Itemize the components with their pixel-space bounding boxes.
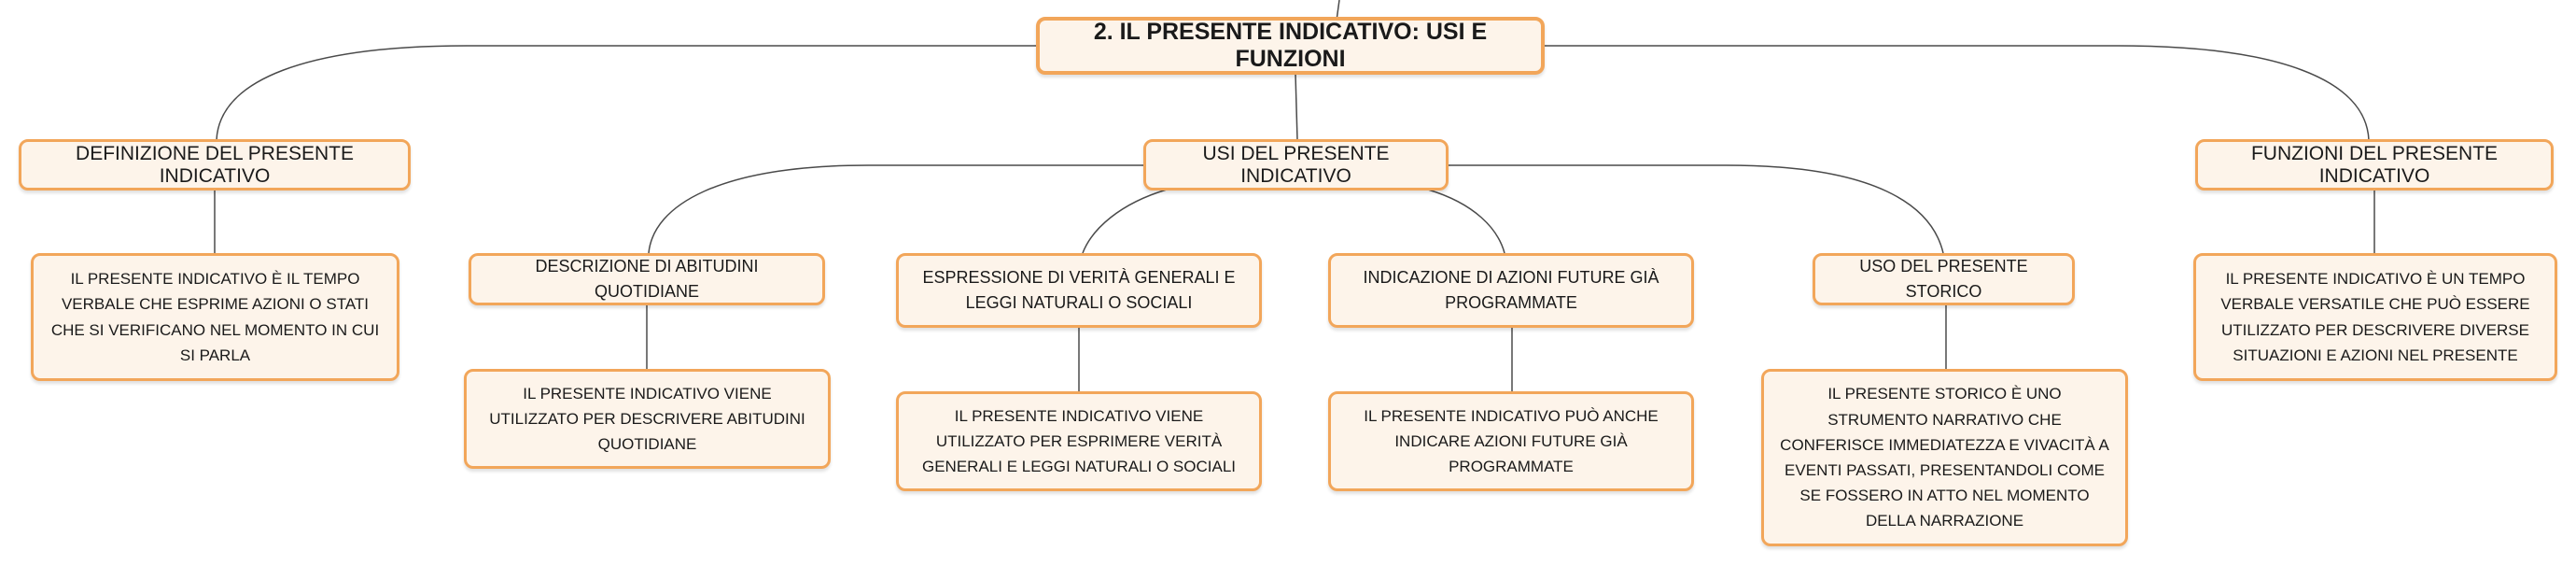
verita-detail[interactable]: IL PRESENTE INDICATIVO VIENE UTILIZZATO …	[896, 391, 1262, 491]
usi-abitudini[interactable]: DESCRIZIONE DI ABITUDINI QUOTIDIANE	[469, 253, 825, 305]
connector-root-definizione	[216, 45, 1036, 141]
connector-usi-storico	[1447, 164, 1944, 254]
branch-definizione[interactable]: DEFINIZIONE DEL PRESENTE INDICATIVO	[19, 139, 411, 191]
abitudini-detail[interactable]: IL PRESENTE INDICATIVO VIENE UTILIZZATO …	[464, 369, 831, 469]
connector-usi-verita	[1082, 189, 1168, 254]
branch-usi[interactable]: USI DEL PRESENTE INDICATIVO	[1143, 139, 1449, 191]
connector-root-usi	[1295, 73, 1298, 141]
definizione-detail[interactable]: IL PRESENTE INDICATIVO È IL TEMPO VERBAL…	[31, 253, 399, 381]
usi-storico[interactable]: USO DEL PRESENTE STORICO	[1813, 253, 2075, 305]
storico-detail[interactable]: IL PRESENTE STORICO È UNO STRUMENTO NARR…	[1761, 369, 2128, 546]
connector-root-funzioni	[1545, 45, 2370, 141]
connector-usi-abitudini	[648, 164, 1143, 254]
root-node[interactable]: 2. IL PRESENTE INDICATIVO: USI E FUNZION…	[1036, 17, 1545, 75]
connector-usi-future	[1427, 189, 1505, 254]
branch-funzioni[interactable]: FUNZIONI DEL PRESENTE INDICATIVO	[2195, 139, 2554, 191]
future-detail[interactable]: IL PRESENTE INDICATIVO PUÒ ANCHE INDICAR…	[1328, 391, 1694, 491]
usi-verita[interactable]: ESPRESSIONE DI VERITÀ GENERALI E LEGGI N…	[896, 253, 1262, 328]
usi-future[interactable]: INDICAZIONE DI AZIONI FUTURE GIÀ PROGRAM…	[1328, 253, 1694, 328]
funzioni-detail[interactable]: IL PRESENTE INDICATIVO È UN TEMPO VERBAL…	[2193, 253, 2557, 381]
